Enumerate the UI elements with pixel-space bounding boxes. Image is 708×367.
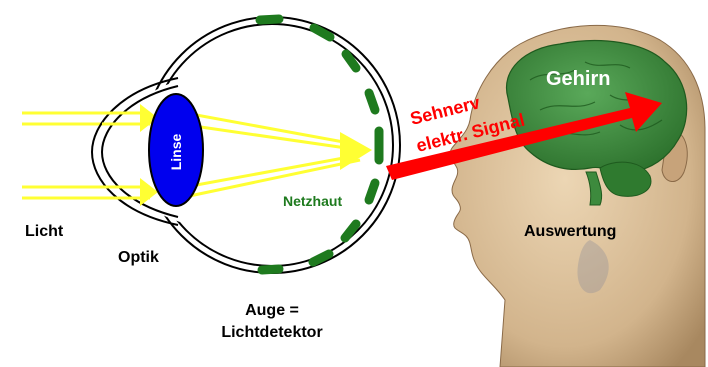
label-linse: Linse	[168, 134, 184, 171]
label-auge: Auge =	[245, 302, 299, 319]
label-netzhaut: Netzhaut	[283, 193, 342, 209]
brain	[507, 41, 687, 173]
label-gehirn: Gehirn	[546, 68, 610, 90]
eye	[92, 17, 400, 273]
label-optik: Optik	[118, 249, 159, 266]
label-lichtdetektor: Lichtdetektor	[221, 324, 322, 341]
label-auswertung: Auswertung	[524, 223, 616, 240]
human-head-illustration	[440, 8, 708, 367]
label-licht: Licht	[25, 223, 64, 240]
